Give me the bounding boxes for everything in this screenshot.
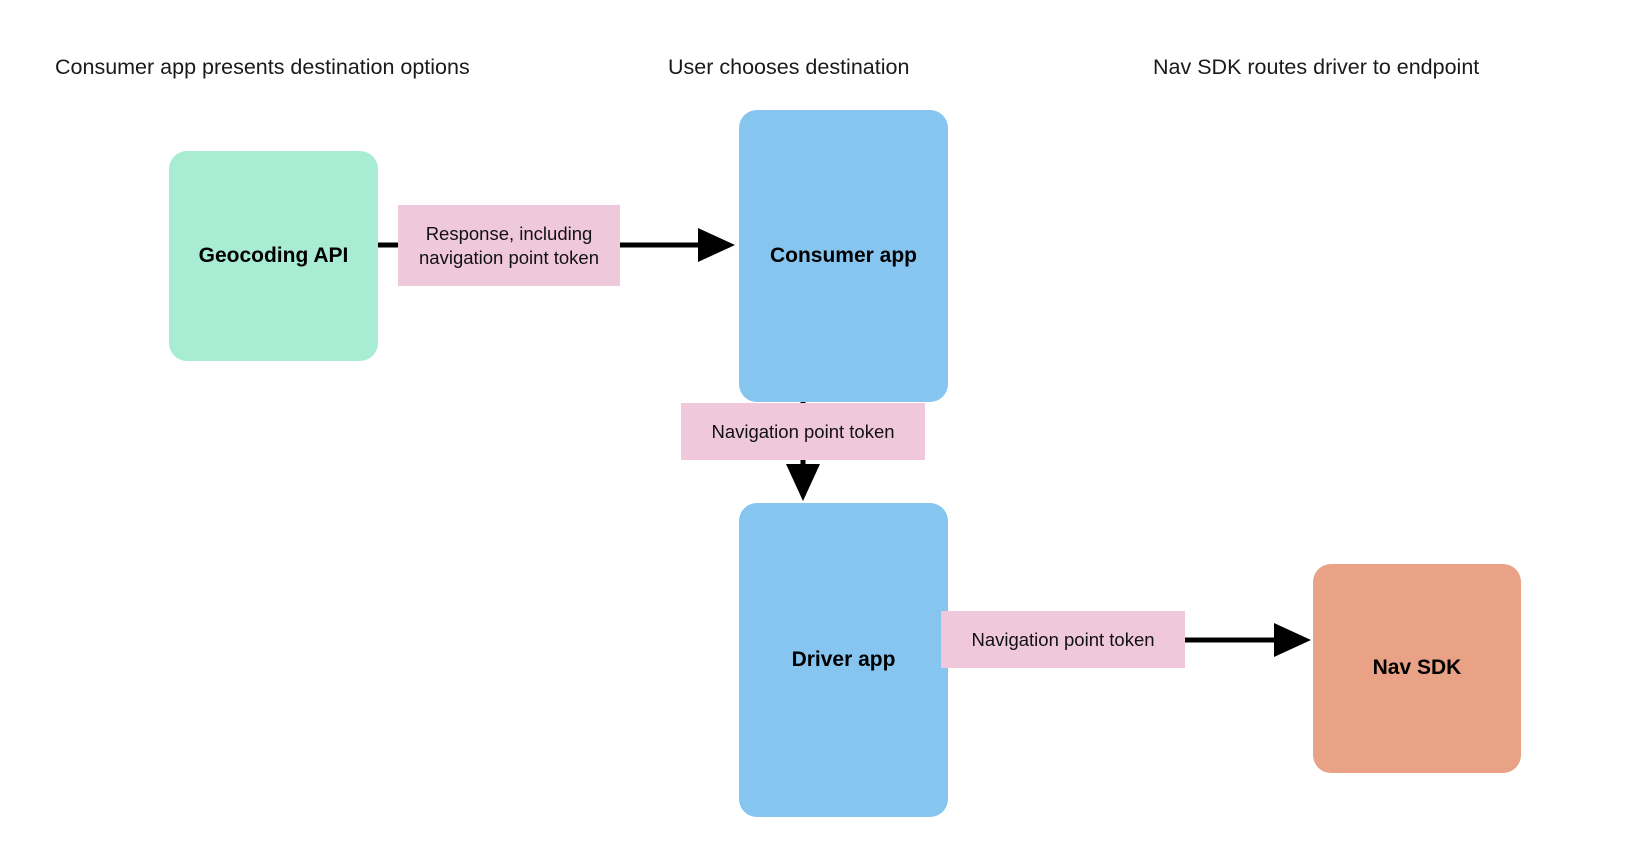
column-header-nav-routes: Nav SDK routes driver to endpoint — [1153, 55, 1480, 79]
edge-label-text-nav-token-vertical: Navigation point token — [711, 420, 895, 442]
node-label-consumer-app: Consumer app — [769, 243, 918, 267]
node-label-nav-sdk: Nav SDK — [1372, 656, 1462, 680]
edge-label-geocoding-to-consumer: Response, including navigation point tok… — [398, 205, 620, 286]
node-driver-app[interactable]: Driver app — [739, 503, 948, 817]
edge-label-consumer-to-driver: Navigation point token — [681, 403, 925, 460]
column-header-consumer-options: Consumer app presents destination option… — [55, 55, 470, 79]
edge-label-text-nav-token-horizontal: Navigation point token — [971, 628, 1155, 650]
edge-label-text-response: Response, including navigation point tok… — [419, 223, 599, 268]
node-consumer-app[interactable]: Consumer app — [739, 110, 948, 402]
column-header-user-chooses: User chooses destination — [668, 55, 910, 79]
edge-label-driver-to-navsdk: Navigation point token — [941, 611, 1185, 668]
node-geocoding-api[interactable]: Geocoding API — [169, 151, 378, 361]
node-nav-sdk[interactable]: Nav SDK — [1313, 564, 1521, 773]
node-label-driver-app: Driver app — [791, 647, 896, 671]
node-label-geocoding-api: Geocoding API — [198, 243, 349, 267]
